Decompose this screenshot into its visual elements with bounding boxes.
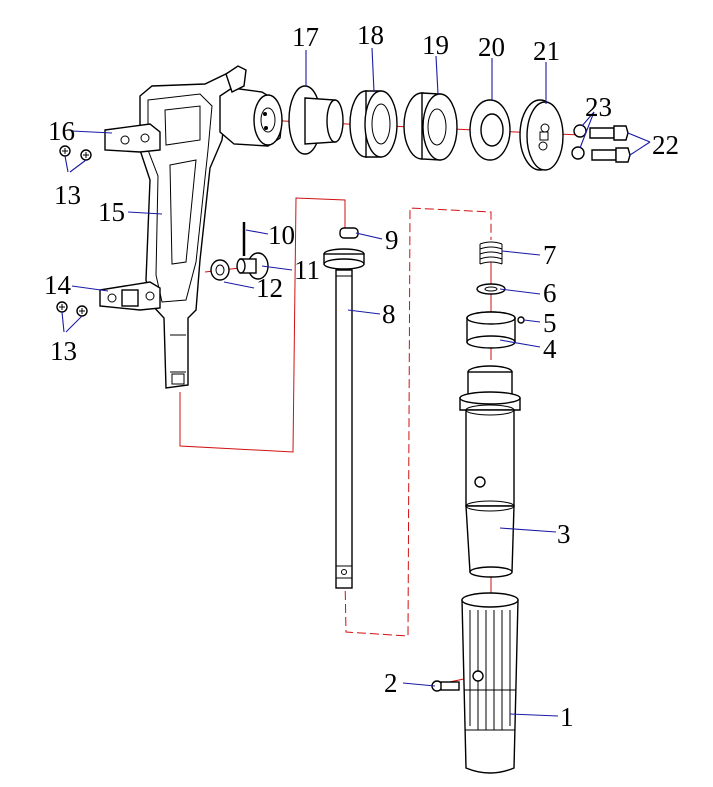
- washer-6: [476, 283, 506, 295]
- tube-3: [459, 365, 521, 578]
- callout-17: 17: [292, 22, 319, 52]
- screw-2: [431, 680, 460, 692]
- grip-1: [461, 592, 519, 774]
- cap-17: [288, 85, 344, 155]
- bracket-upper: [104, 123, 161, 153]
- callout-1: 1: [560, 702, 574, 732]
- callout-18: 18: [357, 20, 384, 50]
- callout-16: 16: [48, 116, 75, 146]
- callout-22: 22: [652, 130, 679, 160]
- callout-21: 21: [533, 36, 560, 66]
- screws-lower: [56, 301, 88, 317]
- callout-11: 11: [294, 255, 320, 285]
- callout-6: 6: [543, 278, 557, 308]
- callout-8: 8: [382, 299, 396, 329]
- callout-15: 15: [98, 197, 125, 227]
- callout-leader-lines: [61, 47, 651, 717]
- callout-labels: 1 2 3 4 5 6 7 8 9 10 11 12 13 13 14 15 1…: [44, 20, 679, 732]
- callout-3: 3: [557, 519, 571, 549]
- end-plate-21: [519, 99, 564, 171]
- callout-13-lower: 13: [50, 336, 77, 366]
- bushing-11: [236, 252, 269, 280]
- collar-4: [466, 311, 516, 349]
- pin-9: [339, 227, 359, 239]
- callout-5: 5: [543, 308, 557, 338]
- seal-19: [403, 92, 458, 161]
- callout-12: 12: [256, 273, 283, 303]
- bearing-18: [349, 90, 398, 158]
- washer-12: [210, 259, 230, 281]
- callout-19: 19: [422, 30, 449, 60]
- washers-23: [571, 124, 587, 160]
- callout-4: 4: [543, 334, 557, 364]
- bracket-lower: [99, 281, 161, 311]
- shaft-8: [323, 248, 365, 589]
- screws-upper: [59, 145, 92, 161]
- callout-23: 23: [585, 92, 612, 122]
- callout-9: 9: [385, 225, 399, 255]
- spring-7: [479, 241, 503, 265]
- bolts-22: [589, 125, 631, 163]
- ring-20: [469, 99, 511, 161]
- housing-arm: [139, 65, 283, 389]
- callout-10: 10: [268, 220, 295, 250]
- callout-20: 20: [478, 32, 505, 62]
- callout-2: 2: [384, 668, 398, 698]
- ball-5: [517, 316, 525, 324]
- callout-14: 14: [44, 270, 72, 300]
- callout-7: 7: [543, 240, 557, 270]
- callout-13-upper: 13: [54, 180, 81, 210]
